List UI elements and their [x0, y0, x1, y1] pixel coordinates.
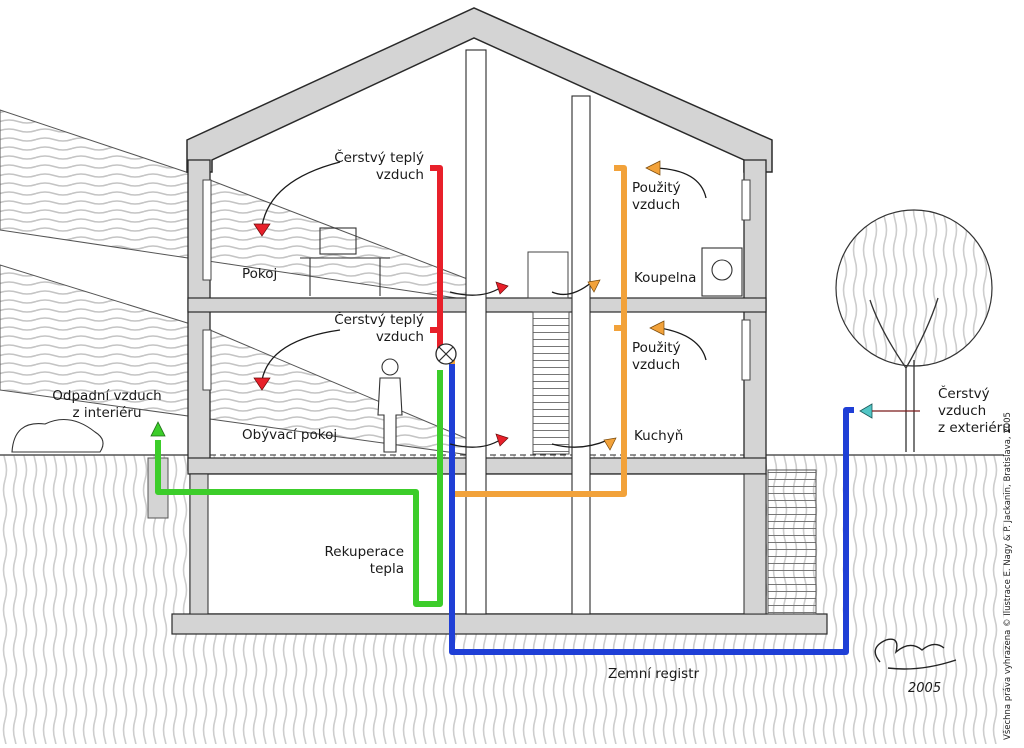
heat-recovery-label: Rekuperace tepla — [324, 544, 404, 577]
signature — [874, 638, 957, 670]
window-left-upper — [202, 179, 212, 281]
bush — [11, 418, 104, 453]
fresh-outdoor-air-label: Čerstvý vzduch z exteriéru — [938, 386, 1011, 436]
stair-door — [527, 251, 569, 299]
basement-right-wall — [743, 473, 767, 615]
basement-exit-stairs — [767, 469, 817, 615]
basement-left-wall — [189, 473, 209, 615]
outdoor-inlet-arrow — [859, 403, 873, 419]
window-left-lower — [202, 329, 212, 391]
fresh-warm-air-label-lower: Čerstvý teplý vzduch — [334, 312, 424, 345]
washing-machine — [701, 247, 743, 297]
used-air-label-lower: Použitý vzduch — [632, 340, 681, 373]
used-air-inlets — [587, 160, 665, 451]
partition-center — [465, 49, 487, 615]
flow-arrows — [261, 161, 707, 448]
kitchen-label: Kuchyň — [634, 428, 684, 444]
partition-right — [571, 95, 591, 615]
bathroom-label: Koupelna — [634, 270, 697, 286]
fresh-warm-duct — [430, 165, 443, 360]
room-label: Pokoj — [242, 266, 278, 282]
living-room-label: Obývací pokoj — [242, 427, 338, 443]
exhaust-duct — [155, 370, 443, 607]
exhaust-air-label: Odpadní vzduch z interiéru — [52, 388, 162, 421]
exhaust-arrow — [150, 421, 166, 437]
desk-computer — [300, 227, 390, 296]
person-figure — [377, 358, 403, 453]
tree — [835, 209, 993, 452]
fresh-warm-air-label-upper: Čerstvý teplý vzduch — [334, 150, 424, 183]
window-right-upper — [741, 179, 751, 221]
interior-stairs — [532, 311, 570, 455]
window-right-lower — [741, 319, 751, 381]
used-air-label-upper: Použitý vzduch — [632, 180, 681, 213]
outdoor-air-duct — [449, 364, 854, 655]
ground-register-label: Zemní registr — [608, 666, 700, 682]
heat-recovery-unit — [435, 343, 457, 365]
basement-slab — [171, 613, 828, 635]
fresh-air-outlets — [253, 223, 509, 447]
copyright-credit: Všechna práva vyhrazena © Ilustrace E. N… — [1003, 412, 1013, 740]
signature-year: 2005 — [908, 681, 942, 696]
